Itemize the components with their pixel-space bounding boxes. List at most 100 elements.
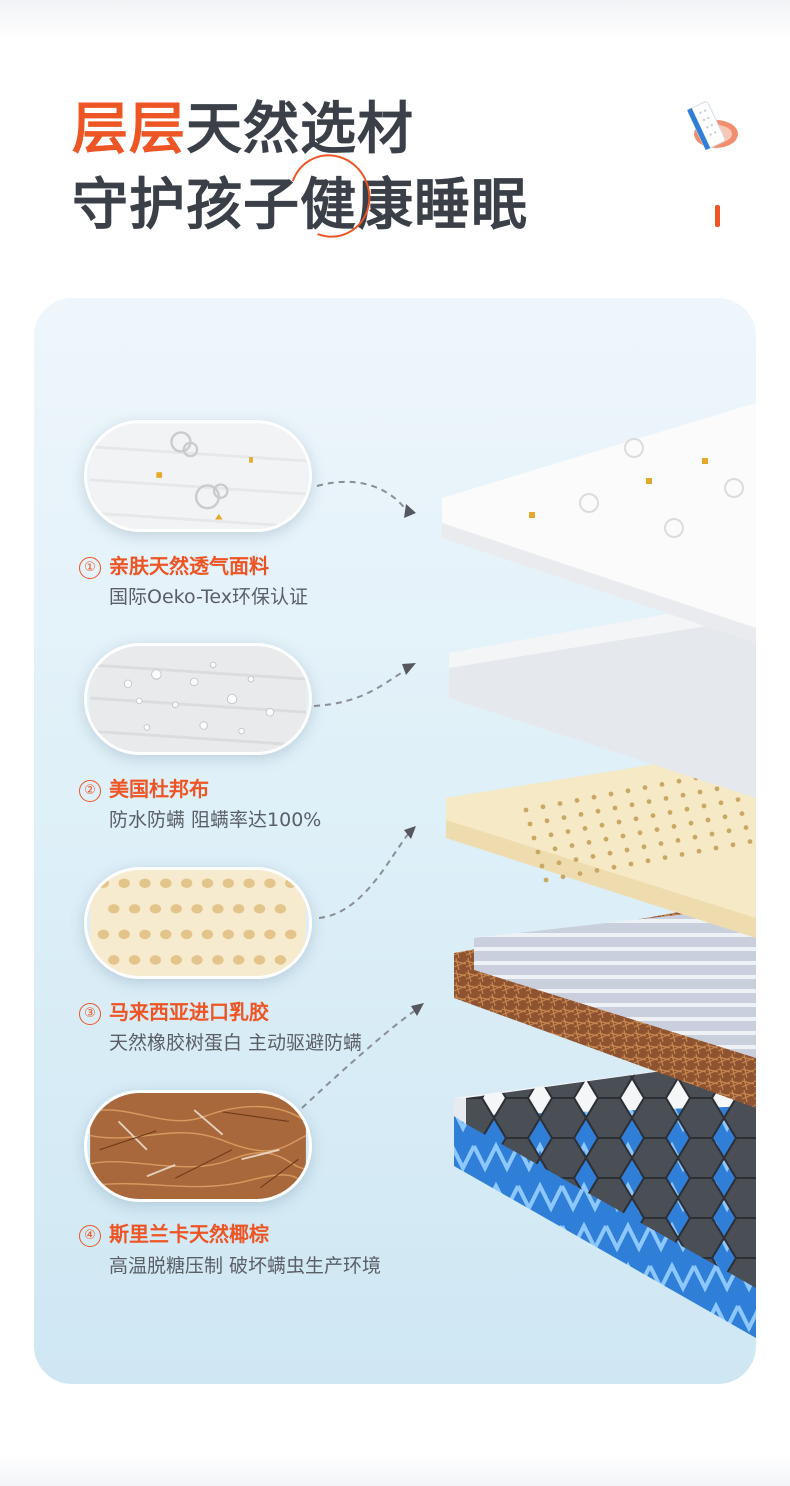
layer-2-desc: 防水防螨 阻螨率达100% <box>109 809 322 831</box>
latex-hole <box>264 929 276 940</box>
latex-hole <box>680 792 686 798</box>
headline-line1-rest: 天然选材 <box>186 97 414 162</box>
layer-3-desc: 天然橡胶树蛋白 主动驱避防螨 <box>109 1032 363 1054</box>
latex-hole <box>539 863 545 869</box>
latex-hole <box>552 846 558 852</box>
latex-hole <box>595 808 601 814</box>
latex-holes <box>523 766 753 883</box>
latex-hole <box>118 878 130 888</box>
latex-hole <box>540 804 546 810</box>
fabric-swatch <box>84 420 312 532</box>
layer-1-title-text: 亲肤天然透气面料 <box>109 554 269 578</box>
latex-hole <box>696 848 702 854</box>
latex-hole <box>658 841 664 846</box>
latex-hole <box>523 807 529 813</box>
latex-hole <box>560 874 566 880</box>
latex-hole <box>577 871 583 876</box>
latex-hole <box>233 955 245 965</box>
latex-hole <box>607 850 613 856</box>
latex-hole <box>603 836 609 842</box>
latex-hole <box>659 782 665 787</box>
latex-hole <box>705 817 711 823</box>
latex-hole <box>118 929 130 940</box>
mattress-icon <box>687 101 738 151</box>
latex-hole <box>684 806 690 812</box>
latex-hole <box>616 819 622 825</box>
headline-line-1: 层层天然选材 <box>72 92 528 168</box>
latex-hole <box>222 929 234 940</box>
latex-hole <box>642 785 648 790</box>
latex-hole <box>679 852 685 857</box>
latex-hole <box>253 955 266 965</box>
latex-hole <box>714 786 720 792</box>
layer-3-number: ③ <box>79 1003 101 1025</box>
arrowheads <box>402 504 424 1016</box>
latex-hole <box>565 829 571 834</box>
latex-hole <box>735 797 741 802</box>
latex-hole <box>633 816 639 822</box>
latex-hole <box>654 827 660 832</box>
dupont-swatch <box>84 643 312 755</box>
latex-hole <box>663 796 669 801</box>
latex-hole <box>645 858 651 864</box>
latex-hole <box>697 789 703 795</box>
layer-4-desc: 高温脱糖压制 破坏螨虫生产环境 <box>109 1255 382 1277</box>
latex-hole <box>574 798 580 803</box>
latex-hole <box>233 904 245 914</box>
latex-hole <box>586 840 592 845</box>
top-fade <box>0 0 790 40</box>
latex-hole <box>662 855 668 860</box>
latex-hole <box>191 904 203 914</box>
layer-3-title-text: 马来西亚进口乳胶 <box>109 1000 269 1024</box>
coir-layer <box>454 898 756 1108</box>
headline: 层层天然选材 守护孩子健康睡眠 <box>72 92 528 251</box>
latex-hole <box>646 799 652 804</box>
latex-hole <box>170 955 182 965</box>
latex-hole <box>285 929 297 940</box>
latex-hole <box>149 904 162 914</box>
latex-hole <box>535 849 541 855</box>
latex-hole <box>180 929 193 940</box>
latex-hole <box>201 878 214 888</box>
latex-hole <box>274 955 287 965</box>
latex-hole <box>108 955 120 965</box>
latex-hole <box>611 864 617 870</box>
latex-hole <box>160 878 172 888</box>
latex-hole <box>128 904 141 914</box>
latex-hole <box>582 826 588 831</box>
latex-hole <box>243 878 255 888</box>
latex-hole <box>743 825 749 830</box>
latex-hole <box>543 877 549 883</box>
headline-accent: 层层 <box>72 97 186 162</box>
latex-hole <box>222 878 234 888</box>
latex-hole <box>544 818 550 824</box>
latex-hole <box>201 929 214 940</box>
latex-hole <box>561 815 567 820</box>
latex-hole <box>578 812 584 817</box>
headline-circled-char-wrap: 健 <box>275 141 385 251</box>
latex-hole <box>620 833 626 839</box>
latex-hole <box>628 861 634 867</box>
latex-swatch <box>84 867 312 979</box>
latex-hole <box>139 878 151 888</box>
latex-hole <box>253 904 266 914</box>
dashed-arrow-icon <box>301 480 417 1109</box>
latex-hole <box>191 955 203 965</box>
layer-4-title-text: 斯里兰卡天然椰棕 <box>109 1222 269 1246</box>
latex-hole <box>747 839 753 844</box>
latex-hole <box>531 835 537 841</box>
latex-hole <box>726 828 732 834</box>
layer-1-desc: 国际Oeko-Tex环保认证 <box>109 586 309 608</box>
latex-hole <box>641 844 647 850</box>
latex-hole <box>675 838 681 843</box>
latex-hole <box>212 955 224 965</box>
latex-hole <box>624 847 630 853</box>
latex-hole <box>569 843 575 848</box>
latex-hole <box>676 778 682 784</box>
latex-hole <box>548 832 554 838</box>
latex-hole <box>709 831 715 837</box>
latex-hole <box>701 803 707 809</box>
